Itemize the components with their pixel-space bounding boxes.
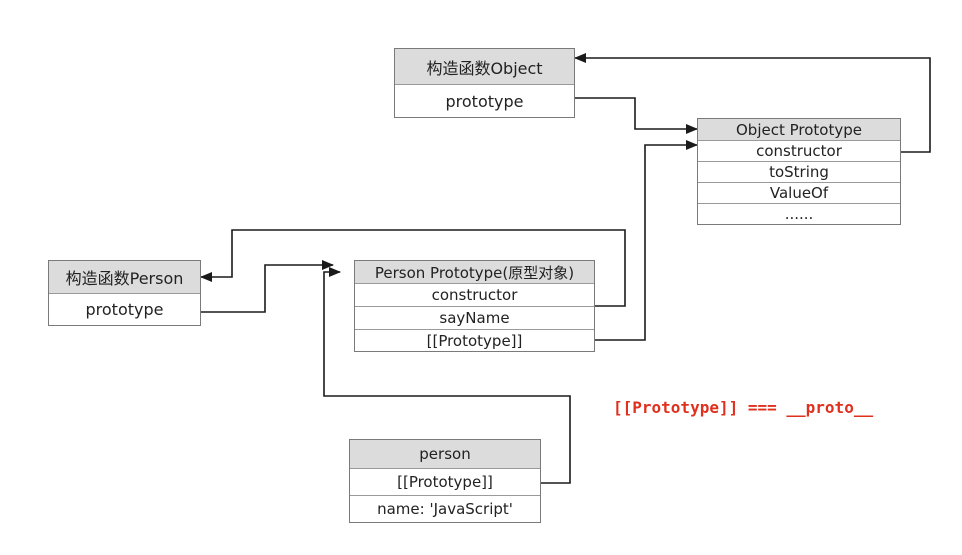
object-prototype-constructor: constructor — [698, 140, 900, 161]
object-constructor-prototype: prototype — [395, 84, 574, 117]
person-constructor-title: 构造函数Person — [49, 261, 200, 293]
person-instance-name: name: 'JavaScript' — [350, 495, 540, 522]
proto-equivalence-note: [[Prototype]] === __proto__ — [613, 398, 874, 417]
arrow-object-constructor — [574, 53, 931, 153]
arrow-person-proto-chain — [595, 140, 698, 341]
object-prototype-tostring: toString — [698, 161, 900, 182]
person-prototype-constructor: constructor — [355, 283, 594, 306]
arrow-person-prototype — [200, 260, 334, 313]
arrow-object-prototype — [574, 97, 698, 134]
person-prototype-sayname: sayName — [355, 306, 594, 329]
object-prototype-box: Object Prototype constructor toString Va… — [697, 118, 901, 225]
object-constructor-box: 构造函数Object prototype — [394, 48, 575, 118]
person-prototype-box: Person Prototype(原型对象) constructor sayNa… — [354, 260, 595, 352]
person-instance-proto-slot: [[Prototype]] — [350, 468, 540, 495]
person-constructor-prototype: prototype — [49, 293, 200, 325]
person-instance-box: person [[Prototype]] name: 'JavaScript' — [349, 439, 541, 523]
person-prototype-proto-slot: [[Prototype]] — [355, 329, 594, 351]
person-constructor-box: 构造函数Person prototype — [48, 260, 201, 326]
object-prototype-title: Object Prototype — [698, 119, 900, 140]
arrow-instance-proto — [323, 267, 571, 484]
arrow-person-constructor — [200, 229, 626, 307]
person-instance-title: person — [350, 440, 540, 468]
object-constructor-title: 构造函数Object — [395, 49, 574, 84]
object-prototype-valueof: ValueOf — [698, 182, 900, 203]
object-prototype-ellipsis: ...... — [698, 203, 900, 224]
person-prototype-title: Person Prototype(原型对象) — [355, 261, 594, 283]
